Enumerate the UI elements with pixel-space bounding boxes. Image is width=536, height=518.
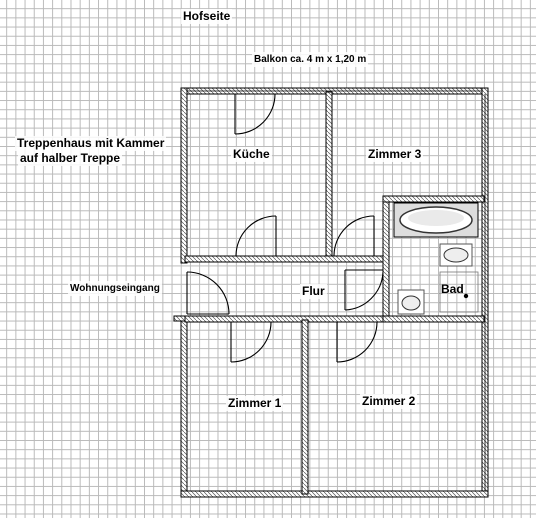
door-bad	[344, 269, 384, 311]
door-eingang	[186, 271, 230, 315]
window-lines	[187, 90, 486, 491]
label-treppenhaus-1: Treppenhaus mit Kammer	[15, 136, 167, 151]
doors	[186, 93, 384, 363]
wall-left-upper	[180, 87, 188, 264]
room-label-kueche: Küche	[231, 147, 272, 162]
toilet	[397, 289, 425, 315]
door-zimmer1	[230, 321, 272, 363]
inner-walls	[184, 91, 485, 495]
wall-zimmer1-zimmer2	[301, 319, 309, 495]
door-zimmer2	[336, 321, 378, 363]
room-label-zimmer1: Zimmer 1	[226, 396, 284, 411]
shower	[439, 271, 479, 313]
wall-bottom	[180, 490, 489, 498]
room-label-zimmer3: Zimmer 3	[366, 147, 424, 162]
wall-bad-top	[382, 195, 485, 203]
wall-bad-bottom	[382, 315, 485, 323]
label-wohnungseingang: Wohnungseingang	[68, 281, 162, 296]
wall-flur-top	[184, 255, 386, 263]
bathtub	[393, 202, 479, 238]
door-kueche-top	[234, 93, 276, 135]
room-label-bad: Bad	[441, 282, 464, 296]
door-kueche-flur	[235, 215, 277, 257]
label-hofseite: Hofseite	[181, 9, 233, 24]
washbasin	[439, 243, 473, 267]
wall-bad-left	[382, 195, 390, 323]
door-zimmer3-flur	[333, 215, 375, 257]
room-label-flur: Flur	[300, 284, 327, 299]
wall-flur-bottom	[184, 315, 386, 323]
label-treppenhaus-2: auf halber Treppe	[18, 151, 123, 166]
label-balkon: Balkon ca. 4 m x 1,20 m	[252, 52, 369, 67]
wall-left-lower	[180, 317, 188, 497]
room-label-zimmer2: Zimmer 2	[360, 394, 418, 409]
wall-kueche-zimmer3	[325, 91, 333, 259]
